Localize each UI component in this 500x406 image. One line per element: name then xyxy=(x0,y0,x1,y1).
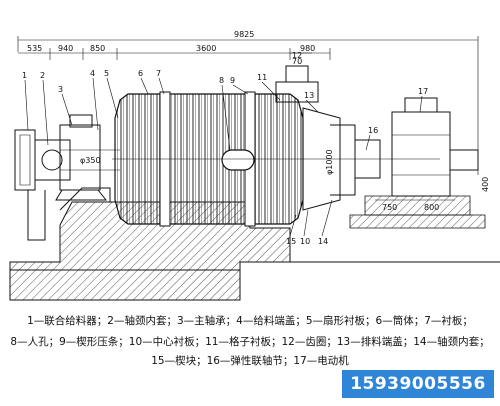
dim-dia350: φ350 xyxy=(80,156,101,165)
callout-16: 16 xyxy=(368,126,378,135)
dim-70: 70 xyxy=(292,57,302,66)
callout-8: 8 xyxy=(219,76,224,85)
callout-11: 11 xyxy=(257,73,267,82)
dim-800: 800 xyxy=(424,203,439,212)
callout-9: 9 xyxy=(230,76,235,85)
callout-labels: 1 2 3 4 5 6 7 8 9 11 12 13 16 17 15 10 1… xyxy=(22,51,428,246)
callout-12: 12 xyxy=(292,51,302,60)
dim-750: 750 xyxy=(382,203,397,212)
contact-phone-badge: 15939005556 xyxy=(342,370,494,398)
callout-10: 10 xyxy=(300,237,310,246)
mill-drum xyxy=(112,91,440,227)
callout-6: 6 xyxy=(138,69,143,78)
callout-7: 7 xyxy=(156,69,161,78)
legend-line-1: 1—联合给料器；2—轴颈内套；3—主轴承；4—给料端盖；5—扇形衬板；6—筒体；… xyxy=(27,315,473,327)
callout-2: 2 xyxy=(40,71,45,80)
legend-line-2: 8—人孔；9—楔形压条；10—中心衬板；11—格子衬板；12—齿圈；13—排料端… xyxy=(10,336,490,348)
callout-14: 14 xyxy=(318,237,328,246)
dim-940: 940 xyxy=(58,44,73,53)
callout-3: 3 xyxy=(58,85,63,94)
motor: 750 800 400 xyxy=(375,97,490,212)
feed-assembly: φ350 xyxy=(14,114,120,241)
dim-total: 9825 xyxy=(234,30,254,39)
discharge-end: 70 φ1000 xyxy=(275,57,381,211)
callout-13: 13 xyxy=(304,91,314,100)
callout-1: 1 xyxy=(22,71,27,80)
ball-mill-drawing: 9825 535 940 850 3600 980 φ350 xyxy=(9,30,500,301)
dim-980: 980 xyxy=(300,44,315,53)
dim-535: 535 xyxy=(27,44,42,53)
callout-4: 4 xyxy=(90,69,95,78)
legend-line-3: 15—楔块；16—弹性联轴节；17—电动机 xyxy=(151,355,349,367)
callout-15: 15 xyxy=(286,237,296,246)
segment-dimensions: 535 940 850 3600 980 xyxy=(18,44,331,60)
dim-400: 400 xyxy=(481,177,490,192)
callout-5: 5 xyxy=(104,69,109,78)
dim-850: 850 xyxy=(90,44,105,53)
callout-17: 17 xyxy=(418,87,428,96)
dim-3600: 3600 xyxy=(196,44,216,53)
dim-dia1000: φ1000 xyxy=(325,149,334,175)
